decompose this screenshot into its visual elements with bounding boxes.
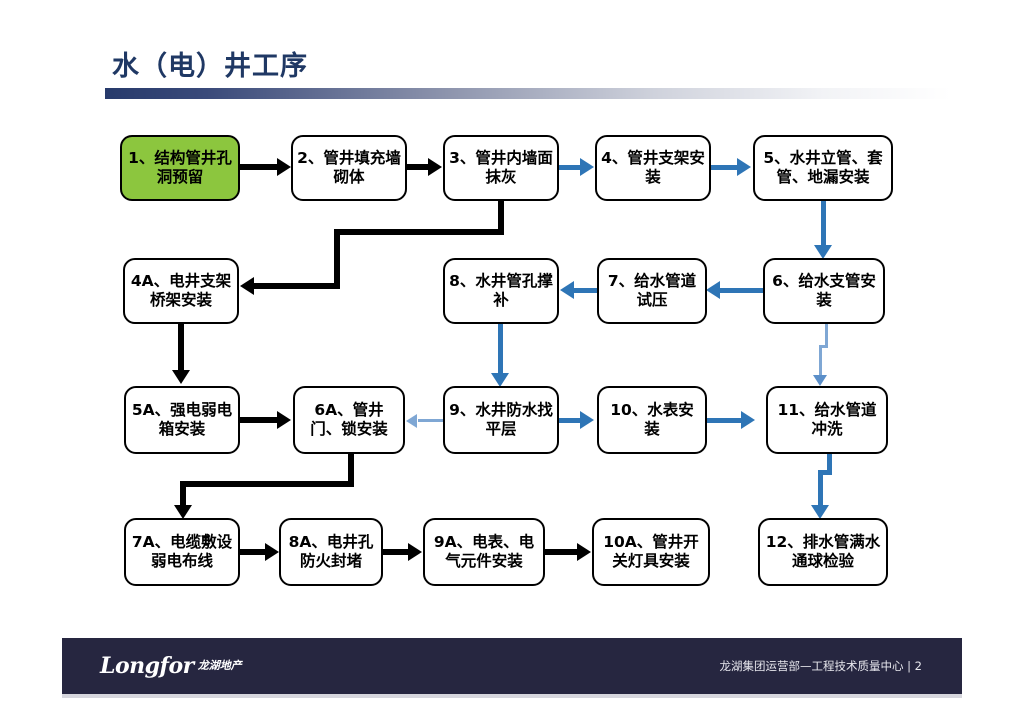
flow-node-5a[interactable]: 5A、强电弱电箱安装 bbox=[124, 386, 240, 454]
title-divider-rule bbox=[105, 88, 951, 99]
flow-node-10-label: 10、水表安装 bbox=[610, 400, 694, 438]
edge-2-3-line bbox=[407, 164, 429, 170]
edge-8-9-line bbox=[498, 324, 503, 376]
edge-3-4a-seg-h2 bbox=[253, 283, 340, 289]
edge-5-6-arrowhead bbox=[814, 245, 832, 259]
flow-node-3-label: 3、管井内墙面抹灰 bbox=[449, 148, 553, 186]
flow-node-3[interactable]: 3、管井内墙面抹灰 bbox=[443, 135, 559, 201]
flow-node-1[interactable]: 1、结构管井孔洞预留 bbox=[120, 135, 240, 201]
flow-node-8a-label: 8A、电井孔防火封堵 bbox=[288, 532, 374, 570]
edge-9-6a-arrowhead bbox=[406, 414, 417, 428]
flow-node-11[interactable]: 11、给水管道冲洗 bbox=[766, 386, 888, 454]
flow-node-5a-label: 5A、强电弱电箱安装 bbox=[131, 400, 233, 438]
edge-9a-10a-arrowhead bbox=[577, 543, 591, 561]
edge-6a-7a-seg-h bbox=[180, 481, 354, 487]
flow-node-9-label: 9、水井防水找平层 bbox=[449, 400, 553, 438]
edge-6a-7a-seg-v2 bbox=[180, 481, 186, 509]
edge-5a-6a-arrowhead bbox=[277, 411, 291, 429]
edge-9-6a-line bbox=[418, 419, 443, 422]
logo-wordmark: Longfor bbox=[100, 653, 194, 679]
edge-9-10-arrowhead bbox=[580, 411, 594, 429]
flow-node-12-label: 12、排水管满水通球检验 bbox=[765, 532, 881, 570]
edge-8a-9a-line bbox=[383, 549, 409, 555]
flow-node-7a[interactable]: 7A、电缆敷设弱电布线 bbox=[124, 518, 240, 586]
flow-node-1-label: 1、结构管井孔洞预留 bbox=[128, 148, 232, 186]
edge-4-5-arrowhead bbox=[737, 158, 751, 176]
flow-node-8[interactable]: 8、水井管孔撑补 bbox=[443, 258, 559, 324]
edge-7a-8a-arrowhead bbox=[265, 543, 279, 561]
footer-shadow bbox=[62, 694, 962, 698]
flow-node-9[interactable]: 9、水井防水找平层 bbox=[443, 386, 559, 454]
edge-11-12-seg-v2 bbox=[818, 470, 823, 508]
edge-7-8-line bbox=[572, 288, 597, 293]
edge-3-4-arrowhead bbox=[580, 158, 594, 176]
edge-10-11-arrowhead bbox=[741, 411, 755, 429]
flow-node-2-label: 2、管井填充墙砌体 bbox=[297, 148, 401, 186]
edge-3-4-line bbox=[559, 165, 581, 170]
edge-4a-5a-arrowhead bbox=[172, 370, 190, 384]
flow-node-4[interactable]: 4、管井支架安装 bbox=[595, 135, 711, 201]
flow-node-9a-label: 9A、电表、电气元件安装 bbox=[433, 532, 535, 570]
edge-6a-7a-arrowhead bbox=[174, 505, 192, 519]
edge-4-5-line bbox=[711, 165, 738, 170]
edge-5a-6a-line bbox=[240, 417, 278, 423]
edge-2-3-arrowhead bbox=[428, 158, 442, 176]
footer-credit: 龙湖集团运营部—工程技术质量中心 | 2 bbox=[719, 659, 922, 673]
edge-11-12-arrowhead bbox=[811, 505, 829, 519]
edge-3-4a-seg-v2 bbox=[334, 229, 340, 287]
footer-bar bbox=[62, 638, 962, 694]
flow-node-2[interactable]: 2、管井填充墙砌体 bbox=[291, 135, 407, 201]
flow-node-5-label: 5、水井立管、套管、地漏安装 bbox=[763, 148, 883, 186]
flow-node-5[interactable]: 5、水井立管、套管、地漏安装 bbox=[753, 135, 893, 201]
page-title: 水（电）井工序 bbox=[112, 51, 308, 82]
flow-node-8a[interactable]: 8A、电井孔防火封堵 bbox=[279, 518, 383, 586]
flow-node-6-label: 6、给水支管安装 bbox=[772, 271, 876, 309]
flow-node-10[interactable]: 10、水表安装 bbox=[597, 386, 707, 454]
flow-node-10a[interactable]: 10A、管井开关灯具安装 bbox=[592, 518, 710, 586]
flow-node-9a[interactable]: 9A、电表、电气元件安装 bbox=[423, 518, 545, 586]
edge-3-4a-seg-v1 bbox=[498, 201, 504, 232]
edge-6a-7a-seg-v1 bbox=[348, 454, 354, 486]
flow-node-6[interactable]: 6、给水支管安装 bbox=[763, 258, 885, 324]
edge-9a-10a-line bbox=[545, 549, 578, 555]
edge-1-2-line bbox=[240, 164, 278, 170]
edge-11-12-seg-v1 bbox=[827, 454, 832, 474]
flow-node-11-label: 11、给水管道冲洗 bbox=[777, 400, 877, 438]
flow-node-7-label: 7、给水管道试压 bbox=[607, 271, 697, 309]
edge-11-12-seg-h bbox=[818, 470, 832, 475]
edge-6-7-arrowhead bbox=[706, 281, 720, 299]
flow-node-4a[interactable]: 4A、电井支架桥架安装 bbox=[123, 258, 239, 324]
logo-chinese-name: 龙湖地产 bbox=[197, 658, 242, 672]
flow-node-6a-label: 6A、管井门、锁安装 bbox=[310, 400, 388, 438]
edge-4a-5a-line bbox=[178, 324, 184, 372]
edge-1-2-arrowhead bbox=[277, 158, 291, 176]
edge-3-4a-arrowhead bbox=[240, 277, 254, 295]
flow-node-7a-label: 7A、电缆敷设弱电布线 bbox=[131, 532, 233, 570]
edge-10-11-line bbox=[707, 418, 742, 423]
edge-8-9-arrowhead bbox=[491, 373, 509, 387]
edge-6-11-seg-v2 bbox=[819, 345, 822, 381]
flow-node-4a-label: 4A、电井支架桥架安装 bbox=[130, 271, 232, 309]
flow-node-4-label: 4、管井支架安装 bbox=[601, 148, 705, 186]
flow-node-7[interactable]: 7、给水管道试压 bbox=[597, 258, 707, 324]
flow-node-6a[interactable]: 6A、管井门、锁安装 bbox=[293, 386, 405, 454]
edge-6-11-seg-v1 bbox=[825, 324, 828, 348]
flow-node-12[interactable]: 12、排水管满水通球检验 bbox=[758, 518, 888, 586]
edge-8a-9a-arrowhead bbox=[408, 543, 422, 561]
edge-6-7-line bbox=[718, 288, 763, 293]
edge-7a-8a-line bbox=[240, 549, 266, 555]
edge-6-11-arrowhead bbox=[813, 375, 827, 386]
longfor-logo: Longfor 龙湖地产 bbox=[100, 653, 242, 679]
edge-3-4a-seg-h1 bbox=[334, 229, 504, 235]
edge-9-10-line bbox=[559, 418, 581, 423]
flow-node-10a-label: 10A、管井开关灯具安装 bbox=[603, 532, 699, 570]
flow-node-8-label: 8、水井管孔撑补 bbox=[449, 271, 553, 309]
edge-5-6-line bbox=[821, 201, 826, 247]
edge-7-8-arrowhead bbox=[560, 281, 574, 299]
edge-6-11-seg-h bbox=[819, 345, 828, 348]
